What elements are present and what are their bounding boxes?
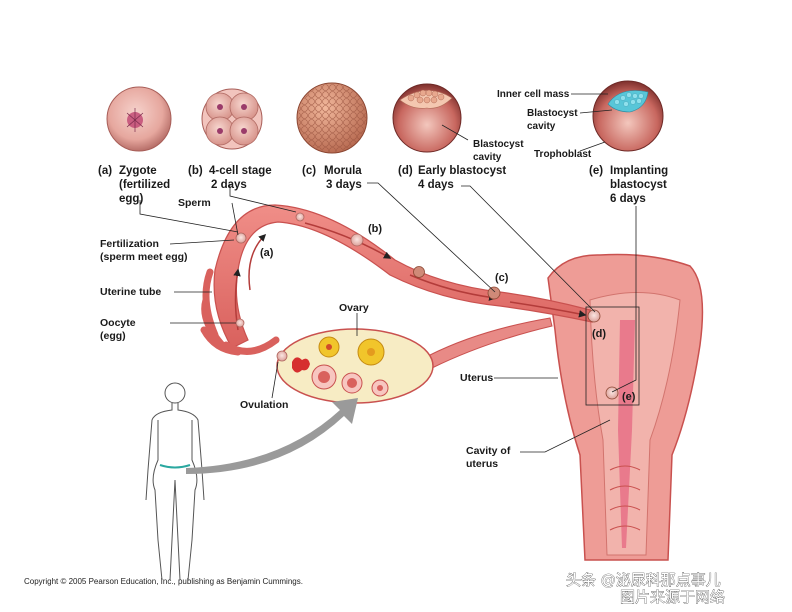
watermark-line-1: 头条 @泌尿科那点事儿 (566, 571, 721, 589)
stage-c-line2: 3 days (326, 179, 362, 191)
trophoblast-label: Trophoblast (534, 149, 592, 160)
uterus-shape (547, 253, 704, 561)
ovulation-label: Ovulation (240, 399, 288, 411)
stage-b-name: 4-cell stage (209, 165, 272, 177)
oocyte-label-1: Oocyte (100, 317, 136, 329)
body-silhouette (145, 382, 205, 581)
tube-embryos (235, 212, 619, 400)
fertilization-label-2: (sperm meet egg) (100, 251, 188, 263)
path-marker-e: (e) (622, 391, 636, 403)
copyright-credit: Copyright © 2005 Pearson Education, Inc.… (24, 577, 303, 586)
uterine-tube (200, 204, 593, 356)
path-marker-a: (a) (260, 247, 274, 259)
stage-a-line3: egg) (119, 193, 143, 205)
stage-b-line2: 2 days (211, 179, 247, 191)
morula-image (296, 82, 368, 154)
four-cell-image (201, 88, 263, 150)
blastocyst-cavity-d-label-1: Blastocyst (473, 139, 524, 150)
uterus-label: Uterus (460, 372, 493, 384)
stage-b-marker: (b) (188, 165, 203, 177)
blastocyst-cavity-label-1: Blastocyst (527, 108, 578, 119)
path-marker-d: (d) (592, 328, 606, 340)
stage-d-name: Early blastocyst (418, 165, 506, 177)
zygote-image (106, 86, 172, 152)
implanting-blastocyst-image (592, 80, 664, 152)
sperm-label: Sperm (178, 197, 211, 209)
cavity-label-1: Cavity of (466, 445, 511, 457)
stage-e-line3: 6 days (610, 193, 646, 205)
stage-c-name: Morula (324, 165, 362, 177)
early-blastocyst-image (392, 83, 462, 153)
stage-e-name: Implanting (610, 165, 668, 177)
path-marker-c: (c) (495, 272, 509, 284)
blastocyst-cavity-label-2: cavity (527, 121, 556, 132)
stage-a-marker: (a) (98, 165, 112, 177)
stage-e-marker: (e) (589, 165, 603, 177)
stage-c-marker: (c) (302, 165, 316, 177)
implantation-box (585, 306, 640, 406)
watermark-line-2: 图片来源于网络 (620, 588, 725, 606)
stage-d-line2: 4 days (418, 179, 454, 191)
stage-a-line2: (fertilized (119, 179, 170, 191)
fertilization-label-1: Fertilization (100, 238, 159, 250)
ovarian-ligament (429, 317, 553, 369)
inner-cell-mass-label: Inner cell mass (497, 89, 570, 100)
ovary-label: Ovary (339, 302, 369, 314)
path-marker-b: (b) (368, 223, 382, 235)
blastocyst-cavity-d-label-2: cavity (473, 152, 502, 163)
stage-e-line2: blastocyst (610, 179, 667, 191)
cavity-label-2: uterus (466, 458, 498, 470)
leader-lines (139, 93, 637, 453)
ovary (276, 328, 434, 404)
zoom-arrow (186, 398, 358, 474)
oocyte-label-2: (egg) (100, 330, 126, 342)
uterine-tube-label: Uterine tube (100, 286, 161, 298)
stage-d-marker: (d) (398, 165, 413, 177)
stage-a-name: Zygote (119, 165, 157, 177)
